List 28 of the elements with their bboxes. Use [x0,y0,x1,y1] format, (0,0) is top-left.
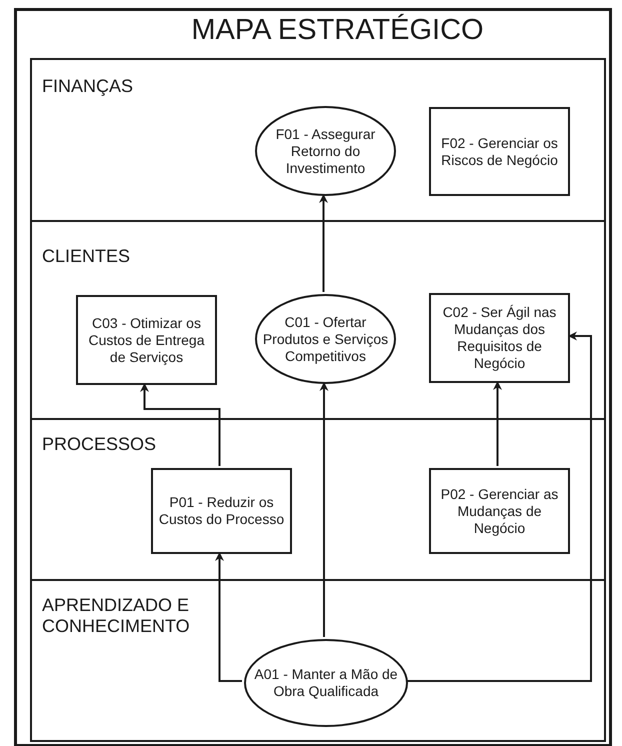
objective-text: C03 - Otimizar os Custos de Entrega de Serviços [88,314,206,366]
objective-text: P02 - Gerenciar as Mudanças de Negócio [440,486,560,536]
objective-text: P01 - Reduzir os Custos do Processo [158,494,286,528]
perspective-band [30,58,606,222]
objective-box [151,468,292,554]
objective-text: F01 - Assegurar Retorno do Investimento [274,126,376,176]
objective-box [429,468,570,554]
band-heading: FINANÇAS [42,76,134,97]
objective-text: C02 - Ser Ágil nas Mudanças dos Requisitos de Negócio [442,304,558,372]
diagram-title: MAPA ESTRATÉGICO [190,14,485,47]
arrow [406,332,592,682]
objective-box [429,293,570,383]
objective-text: F02 - Gerenciar os Riscos de Negócio [440,134,559,168]
perspective-band [30,418,606,581]
objective-text: A01 - Manter a Mão de Obra Qualificada [253,666,399,700]
objective-box [76,295,217,385]
objective-box [429,107,570,196]
band-heading: PROCESSOS [42,434,156,455]
perspective-band [30,579,606,742]
band-heading: CLIENTES [42,246,130,267]
arrow [320,382,328,637]
perspective-band [30,220,606,420]
arrow [215,552,242,682]
objective-text: C01 - Ofertar Produtos e Serviços Competitivos [262,314,390,364]
arrow [493,381,502,466]
arrow [140,383,220,466]
arrow [319,194,328,292]
band-heading: APRENDIZADO E CONHECIMENTO [42,595,191,637]
